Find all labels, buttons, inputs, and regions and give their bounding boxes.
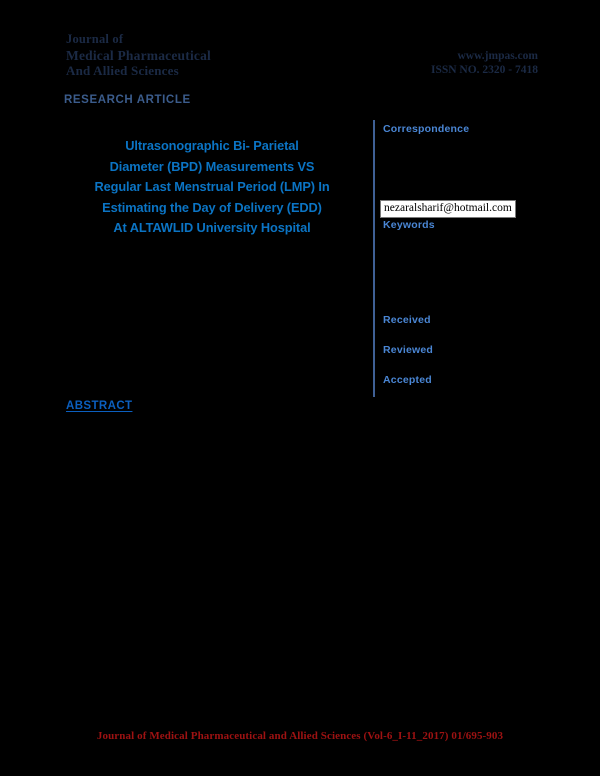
- sidebar-label-reviewed: Reviewed: [383, 344, 434, 356]
- page-title: Ultrasonographic Bi- Parietal Diameter (…: [62, 136, 362, 239]
- sidebar-label-keywords: Keywords: [383, 219, 435, 231]
- sidebar-label-accepted: Accepted: [383, 374, 432, 386]
- correspondence-email-link[interactable]: nezaralsharif@hotmail.com: [380, 200, 516, 218]
- journal-masthead: Journal of Medical Pharmaceutical And Al…: [66, 32, 366, 79]
- journal-issn: ISSN NO. 2320 - 7418: [430, 63, 538, 76]
- article-type-label: RESEARCH ARTICLE: [64, 94, 191, 106]
- journal-web-info: www.jmpas.com ISSN NO. 2320 - 7418: [431, 50, 538, 77]
- abstract-heading: ABSTRACT: [66, 400, 133, 412]
- page-footer-citation: Journal of Medical Pharmaceutical and Al…: [96, 730, 504, 742]
- masthead-line-1: Journal of: [66, 32, 124, 46]
- masthead-line-2: Medical Pharmaceutical: [66, 47, 211, 63]
- masthead-line-3: And Allied Sciences: [66, 63, 179, 78]
- title-line-1: Ultrasonographic Bi- Parietal: [125, 138, 299, 153]
- title-line-3: Regular Last Menstrual Period (LMP) In: [94, 179, 330, 194]
- title-line-4: Estimating the Day of Delivery (EDD): [102, 199, 322, 215]
- title-line-2: Diameter (BPD) Measurements VS: [109, 158, 315, 174]
- sidebar-label-received: Received: [383, 314, 431, 326]
- journal-website[interactable]: www.jmpas.com: [457, 50, 539, 62]
- sidebar-divider: [373, 120, 375, 397]
- title-line-5: At ALTAWLID University Hospital: [113, 220, 311, 235]
- sidebar-label-correspondence: Correspondence: [383, 123, 470, 135]
